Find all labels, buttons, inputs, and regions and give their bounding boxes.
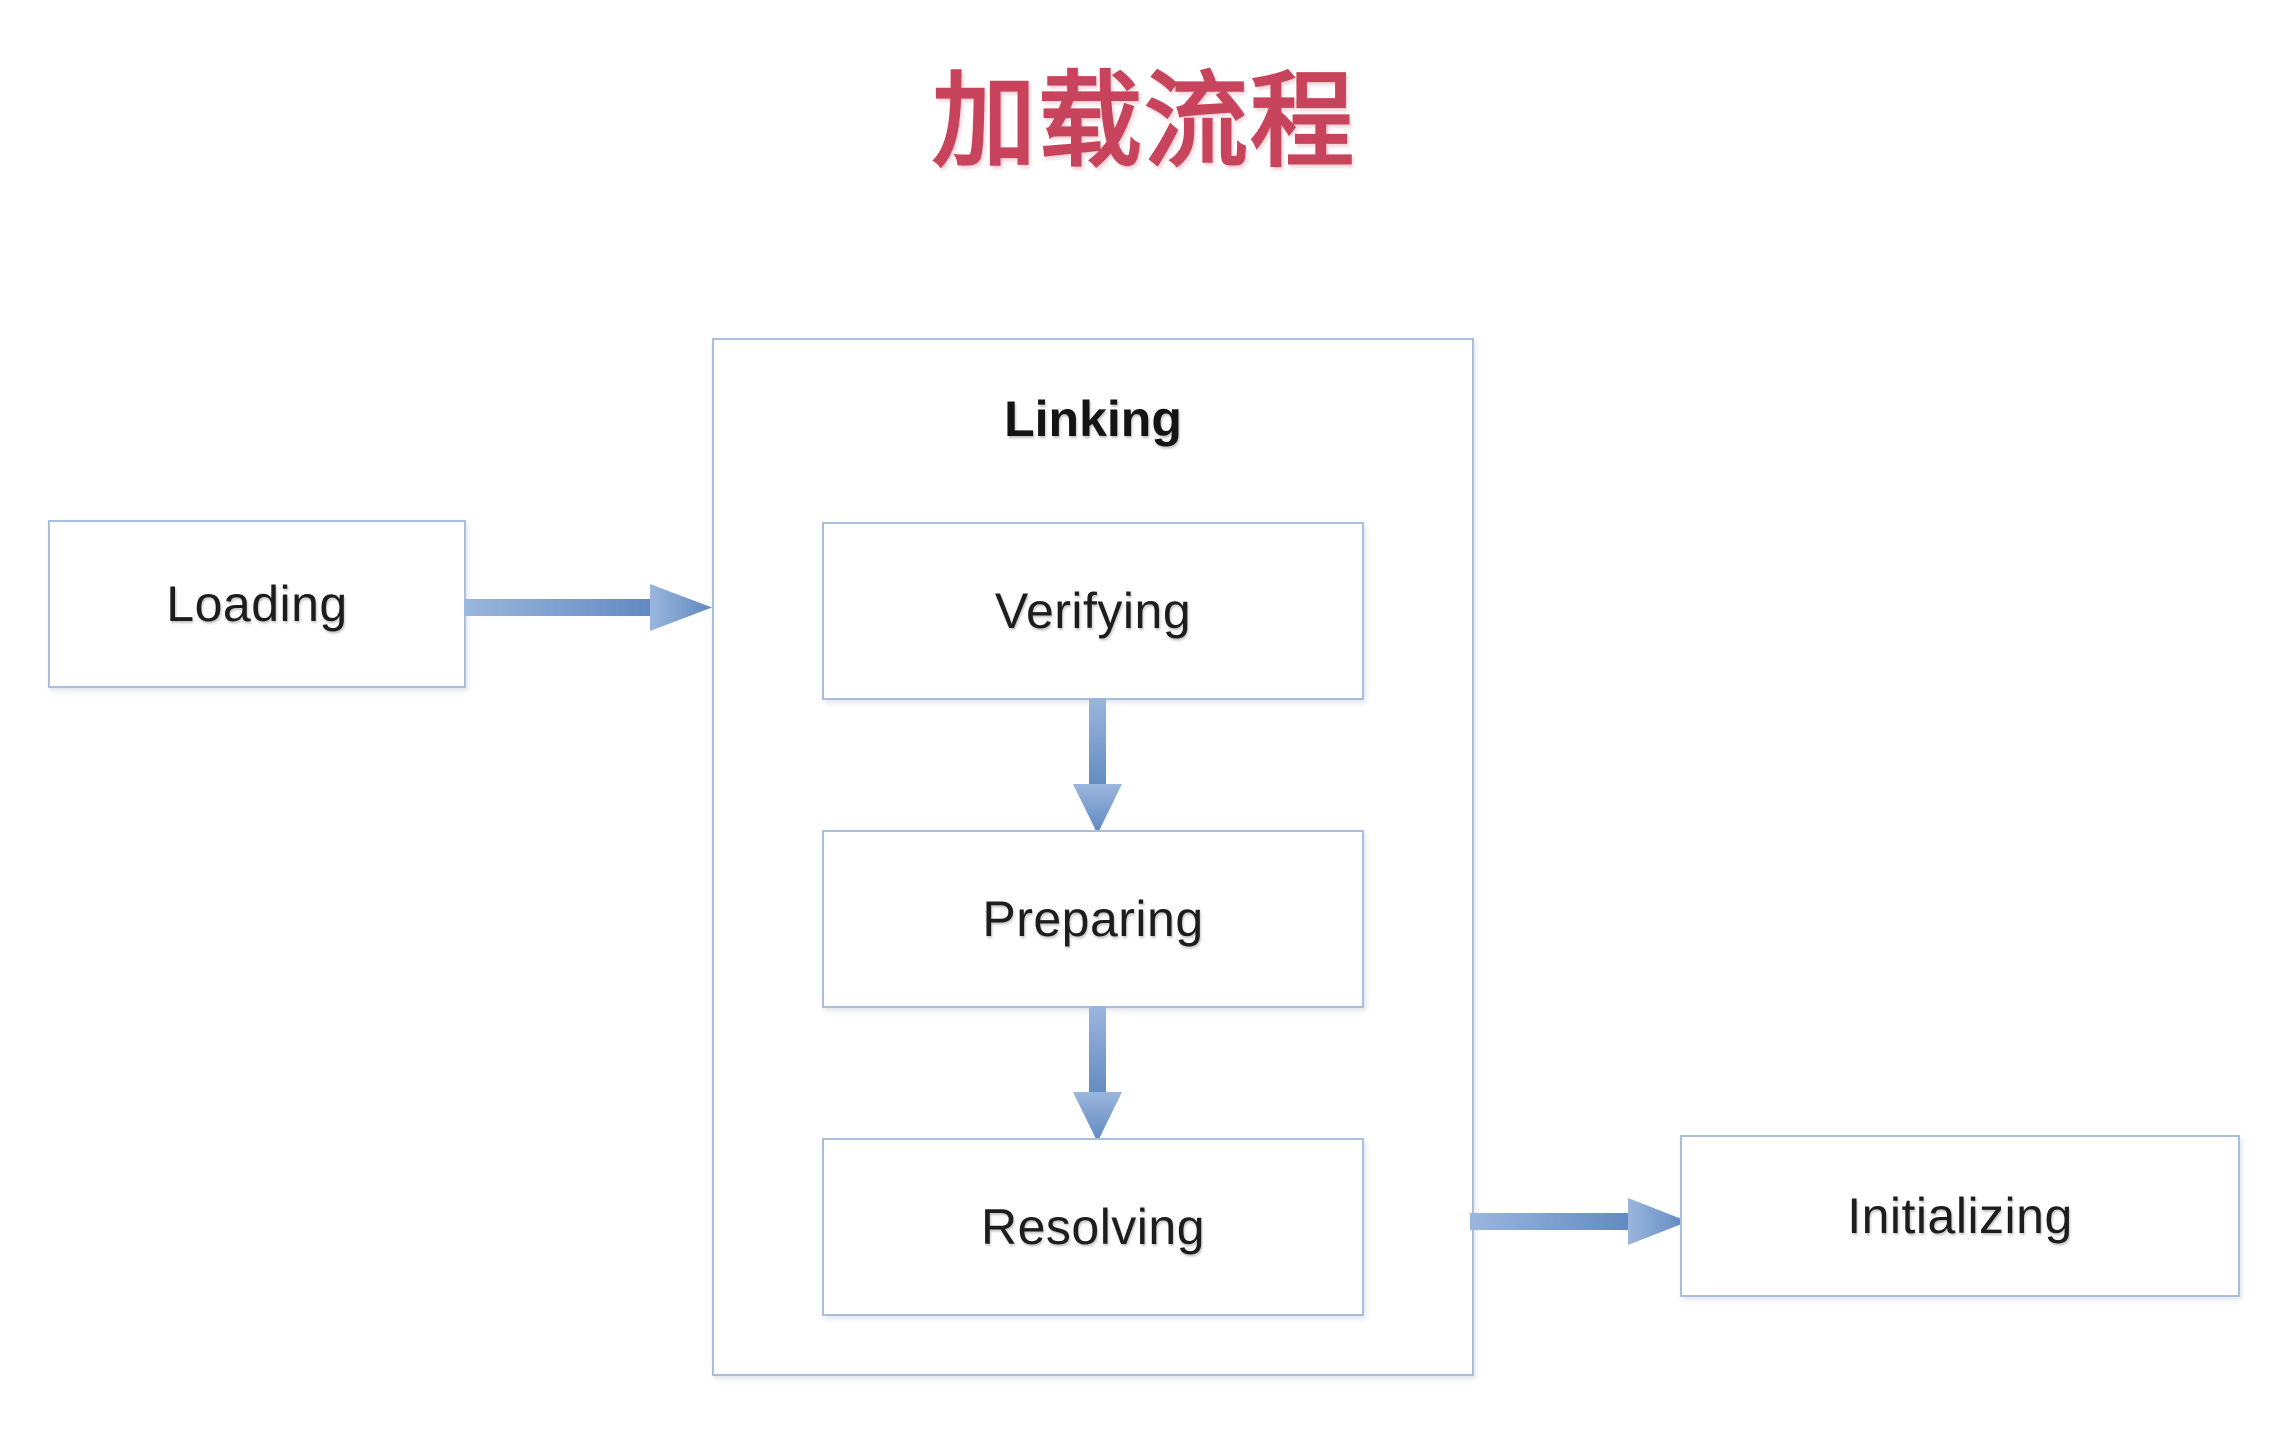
node-preparing-label: Preparing	[982, 891, 1204, 947]
node-resolving-label: Resolving	[980, 1199, 1206, 1255]
arrow-preparing-to-resolving	[1068, 1006, 1128, 1146]
page-title: 加载流程	[931, 60, 1356, 182]
node-linking-label: Linking	[1004, 391, 1182, 447]
node-initializing-label: Initializing	[1847, 1188, 2073, 1244]
node-loading[interactable]: Loading	[48, 520, 466, 688]
node-loading-label: Loading	[166, 576, 348, 632]
arrow-linking-to-initializing	[1470, 1192, 1710, 1252]
node-preparing[interactable]: Preparing	[822, 830, 1364, 1008]
arrow-verifying-to-preparing	[1068, 698, 1128, 838]
node-initializing[interactable]: Initializing	[1680, 1135, 2240, 1297]
arrow-loading-to-linking	[464, 578, 714, 638]
node-resolving[interactable]: Resolving	[822, 1138, 1364, 1316]
node-verifying[interactable]: Verifying	[822, 522, 1364, 700]
node-verifying-label: Verifying	[994, 583, 1192, 639]
